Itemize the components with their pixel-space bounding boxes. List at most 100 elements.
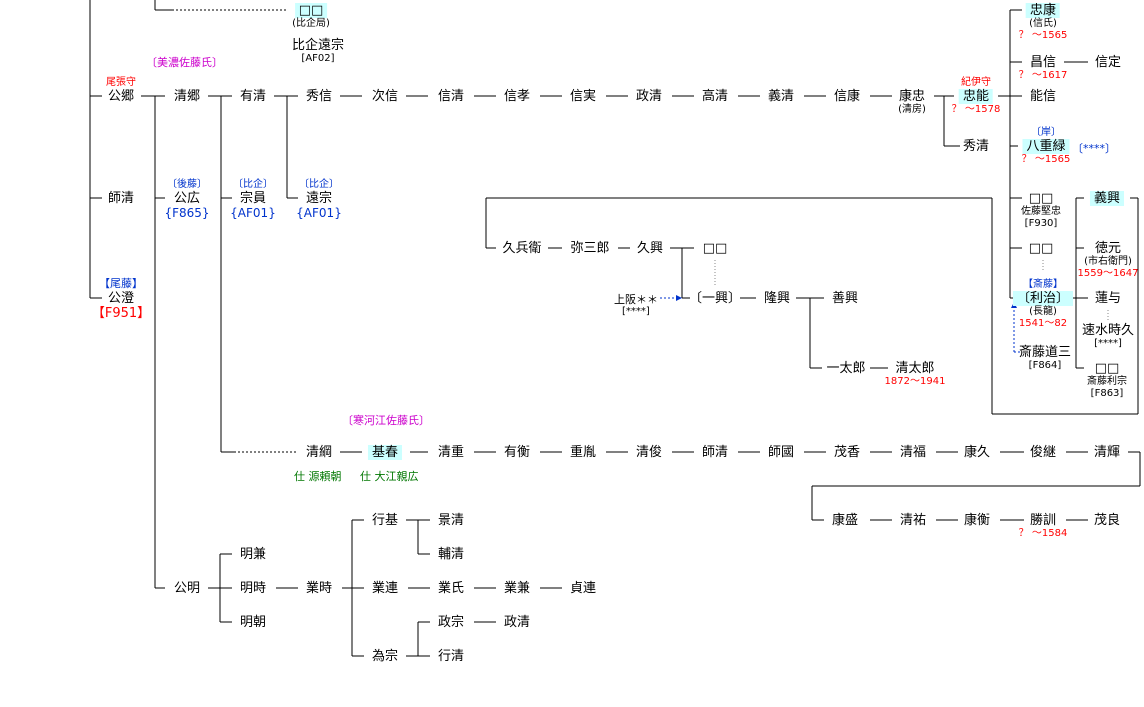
person-name: 明兼: [239, 547, 267, 562]
person-note: ？ ～1565: [1021, 154, 1071, 166]
person-yukikiyo: 行清: [436, 649, 466, 664]
sagae-sato-clan-label: 〔寒河江佐藤氏〕: [342, 414, 430, 427]
person-name: □□: [1094, 361, 1120, 376]
person-name: 忠能: [952, 88, 1001, 104]
person-yasaburo: 弥三郎: [568, 241, 611, 256]
person-name: 康衡: [963, 513, 991, 528]
person-akikane: 明兼: [238, 547, 268, 562]
person-note: 1872～1941: [884, 376, 946, 388]
person-note: 佐藤堅忠: [1021, 206, 1061, 218]
person-name: 重胤: [569, 445, 597, 460]
person-toshitsugu: 俊継: [1028, 445, 1058, 460]
person-name: 比企遠宗: [291, 38, 345, 53]
person-name: 茂香: [833, 445, 861, 460]
arrow-head-icon: [676, 295, 682, 301]
person-hisaoki: 久興: [635, 241, 665, 256]
person-name: □□: [1028, 241, 1054, 256]
person-note: ？ ～1584: [1018, 528, 1068, 540]
person-yoshioki: 善興: [830, 291, 860, 306]
person-akitoki: 明時: [238, 581, 268, 596]
person-note: 【F951】: [91, 306, 151, 322]
person-name: 能信: [1029, 89, 1057, 104]
person-name: 清祐: [899, 513, 927, 528]
person-name: 公澄: [107, 290, 135, 306]
person-kyubei: 久兵衛: [500, 241, 543, 256]
served-label-1: 仕 源頼朝: [294, 470, 342, 483]
person-motoharu: 基春: [366, 445, 404, 460]
person-name: 景清: [437, 513, 465, 528]
person-name: 康久: [963, 445, 991, 460]
person-name: 業兼: [503, 581, 531, 596]
person-yoshikiyo: 義清: [766, 89, 796, 104]
person-title: 【斎藤】: [1022, 279, 1063, 290]
person-name: 久興: [636, 241, 664, 256]
person-naritoki: 業時: [304, 581, 334, 596]
person-kimihiro: 〔後藤〕公広{F865}: [164, 179, 209, 220]
person-yukimoto: 行基: [370, 513, 400, 528]
person-morokiyo2: 師清: [700, 445, 730, 460]
person-note: ？ ～1578: [951, 104, 1001, 116]
person-kiyotsuna: 清綱: [304, 445, 334, 460]
person-toshimune: 〔比企〕遠宗{AF01}: [296, 179, 342, 220]
person-hiki_toshimune: 比企遠宗[AF02]: [290, 38, 346, 65]
person-name: 斎藤道三: [1018, 345, 1072, 360]
adoption-arrows: [660, 297, 1022, 353]
person-kiyonori: 清郷: [172, 89, 202, 104]
person-toshiharu: 【斎藤】〔利治〕(長龍)1541～82: [1011, 279, 1075, 330]
person-katsunori: 勝訓？ ～1584: [1019, 513, 1068, 540]
person-name: 秀清: [962, 139, 990, 154]
person-narimura: 業連: [370, 581, 400, 596]
person-name: 師國: [767, 445, 795, 460]
person-hayami: 速水時久[****]: [1080, 323, 1136, 350]
person-name: 清福: [899, 445, 927, 460]
person-name: 貞連: [569, 581, 597, 596]
person-name: 清輝: [1093, 445, 1121, 460]
person-nobutaka: 信孝: [502, 89, 532, 104]
person-name: 公広: [173, 190, 201, 206]
served-label-2: 仕 大江親広: [360, 470, 419, 483]
person-masakiyo2: 政清: [502, 615, 532, 630]
person-shigeyoshi: 茂良: [1092, 513, 1122, 528]
person-sukekiyo: 輔清: [436, 547, 466, 562]
person-name: 高清: [701, 89, 729, 104]
person-name: 弥三郎: [570, 241, 610, 256]
person-kimizumi: 【尾藤】公澄【F951】: [91, 277, 151, 322]
person-note: (信氏): [1029, 18, 1057, 30]
person-name: 業時: [305, 581, 333, 596]
person-yoshinobu: 能信: [1028, 89, 1058, 104]
person-kiyoshige: 清重: [436, 445, 466, 460]
person-box_katatada: □□佐藤堅忠[F930]: [1021, 191, 1061, 230]
person-name: 政清: [503, 615, 531, 630]
person-name: 康盛: [831, 513, 859, 528]
person-name: 有清: [239, 89, 267, 104]
person-masakiyo: 政清: [634, 89, 664, 104]
person-name: 八重緑: [1020, 138, 1071, 154]
person-note: ？ ～1617: [1018, 70, 1068, 82]
person-note: [F864]: [1028, 360, 1062, 372]
person-name: 義興: [1088, 191, 1126, 206]
person-name: 善興: [831, 291, 859, 306]
person-name: 久兵衛: [502, 241, 542, 256]
person-tsugunobu: 次信: [370, 89, 400, 104]
person-nobusada: 信定: [1093, 55, 1123, 70]
person-name: 隆興: [763, 291, 791, 306]
person-name: 政宗: [437, 615, 465, 630]
person-name: 秀信: [305, 89, 333, 104]
person-name: □□: [292, 3, 330, 18]
person-saito_dosan: 斎藤道三[F864]: [1017, 345, 1073, 372]
person-name: 忠康: [1019, 3, 1068, 18]
person-takaoki: 隆興: [762, 291, 792, 306]
person-name: 明時: [239, 581, 267, 596]
person-note: 1541～82: [1018, 317, 1068, 329]
person-title: 【尾藤】: [98, 277, 143, 290]
person-shigeka: 茂香: [832, 445, 862, 460]
person-name: 清俊: [635, 445, 663, 460]
person-morokiyo: 師清: [106, 191, 136, 206]
person-naruuji: 業氏: [436, 581, 466, 596]
person-name: 公郷: [107, 88, 135, 104]
person-name: 次信: [371, 89, 399, 104]
person-title: 〔岸〕: [1030, 127, 1061, 138]
person-box_toshimune: □□斎藤利宗[F863]: [1087, 361, 1127, 400]
person-note: [****]: [1094, 338, 1122, 350]
person-note: [F863]: [1090, 388, 1124, 400]
